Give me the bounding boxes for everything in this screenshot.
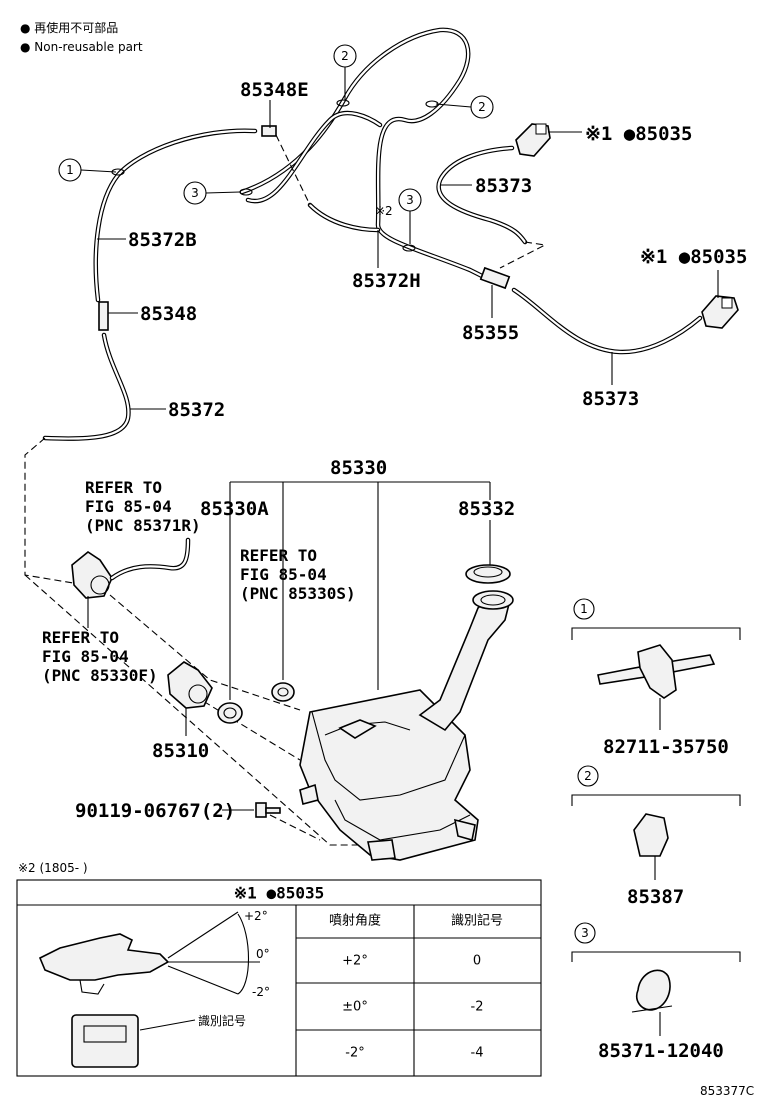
svg-text:-4: -4: [471, 1046, 484, 1061]
svg-text:(PNC 85330F): (PNC 85330F): [42, 666, 158, 685]
svg-text:3: 3: [406, 193, 414, 207]
detail-panel-3: 3 85371-12040: [571, 922, 741, 1062]
hose-85372B: [93, 128, 258, 303]
pump-85310: [167, 661, 213, 709]
svg-text:-2°: -2°: [252, 985, 270, 999]
callouts-main: 1 2 2 3 3: [58, 44, 494, 244]
svg-text:(PNC 85330S): (PNC 85330S): [240, 584, 356, 603]
svg-text:REFER TO: REFER TO: [240, 546, 317, 565]
joint-85348E: [261, 125, 277, 137]
label-85372H: 85372H: [352, 270, 421, 292]
nozzle-angle-illustration: +2° 0° -2°: [38, 909, 270, 999]
hose-85373-top: [436, 145, 528, 245]
svg-text:REFER TO: REFER TO: [85, 478, 162, 497]
detail-panel-1: 1 82711-35750: [571, 598, 741, 758]
label-85310: 85310: [152, 740, 209, 762]
pump-upper: [71, 537, 191, 599]
label-85035-right: ※1 ●85035: [640, 246, 747, 268]
label-85372B: 85372B: [128, 229, 197, 251]
svg-text:(PNC 85371R): (PNC 85371R): [85, 516, 201, 535]
label-85373-bottom: 85373: [582, 388, 639, 410]
legend-jp: ● 再使用不可部品: [20, 20, 118, 35]
label-85355: 85355: [462, 322, 519, 344]
legend: ● 再使用不可部品 ● Non-reusable part: [20, 20, 143, 54]
svg-text:2: 2: [341, 49, 349, 63]
filler-neck: [418, 590, 514, 732]
svg-text:85387: 85387: [627, 886, 684, 908]
refer-labels: REFER TO FIG 85-04 (PNC 85371R) REFER TO…: [42, 478, 356, 736]
label-bolt: 90119-06767(2): [75, 800, 235, 822]
svg-text:-2: -2: [471, 1000, 484, 1015]
label-85373-top: 85373: [475, 175, 532, 197]
diagram-code: 853377C: [700, 1084, 754, 1098]
svg-text:-2°: -2°: [345, 1046, 364, 1061]
label-85372: 85372: [168, 399, 225, 421]
label-85330A: 85330A: [200, 498, 269, 520]
svg-text:FIG 85-04: FIG 85-04: [85, 497, 172, 516]
svg-text:+2°: +2°: [244, 909, 268, 923]
hose-85373-bottom: [511, 287, 703, 355]
legend-en: ● Non-reusable part: [20, 40, 143, 54]
joint-85355: [479, 266, 511, 290]
svg-text:+2°: +2°: [342, 954, 368, 969]
svg-text:3: 3: [581, 926, 589, 940]
nozzle-85035-top: [515, 123, 551, 157]
svg-text:±0°: ±0°: [342, 1000, 368, 1015]
label-85348: 85348: [140, 303, 197, 325]
label-star2: ※2: [375, 204, 393, 218]
washer-tank: [299, 689, 479, 861]
svg-text:FIG 85-04: FIG 85-04: [42, 647, 129, 666]
joint-85348: [98, 301, 109, 331]
svg-text:REFER TO: REFER TO: [42, 628, 119, 647]
svg-text:3: 3: [191, 186, 199, 200]
svg-text:1: 1: [580, 602, 588, 616]
label-85035-top: ※1 ●85035: [585, 123, 692, 145]
svg-text:識別記号: 識別記号: [451, 913, 503, 929]
grommets: [217, 682, 295, 724]
svg-text:FIG 85-04: FIG 85-04: [240, 565, 327, 584]
id-mark-illustration: 識別記号: [71, 1013, 246, 1068]
note-title: ※1 ●85035: [234, 884, 324, 903]
label-85330-group: 85330 85330A 85332: [200, 457, 515, 700]
bolt-90119: 90119-06767(2): [75, 800, 281, 822]
label-85348E: 85348E: [240, 79, 309, 101]
note-range: ※2 (1805- ): [18, 861, 88, 875]
svg-text:1: 1: [66, 163, 74, 177]
svg-text:識別記号: 識別記号: [198, 1013, 246, 1028]
svg-text:0: 0: [473, 954, 481, 969]
svg-text:噴射角度: 噴射角度: [329, 913, 381, 929]
detail-panel-2: 2 85387: [571, 765, 741, 908]
label-85332: 85332: [458, 498, 515, 520]
svg-text:82711-35750: 82711-35750: [603, 736, 729, 758]
svg-text:85371-12040: 85371-12040: [598, 1040, 724, 1062]
cap-85332: [465, 564, 511, 584]
svg-text:2: 2: [584, 769, 592, 783]
note-section: ※2 (1805- ) ※1 ●85035 噴射角度 識別記号 +2° 0 ±0…: [16, 861, 542, 1077]
svg-text:2: 2: [478, 100, 486, 114]
labels-upper: 85348E 85372B 85348 85372 85372H ※2 8535…: [97, 79, 747, 421]
label-85330: 85330: [330, 457, 387, 479]
svg-text:0°: 0°: [256, 947, 270, 961]
hose-85372: [42, 332, 131, 441]
nozzle-85035-right: [701, 295, 739, 329]
hose-85372H: [239, 27, 493, 283]
